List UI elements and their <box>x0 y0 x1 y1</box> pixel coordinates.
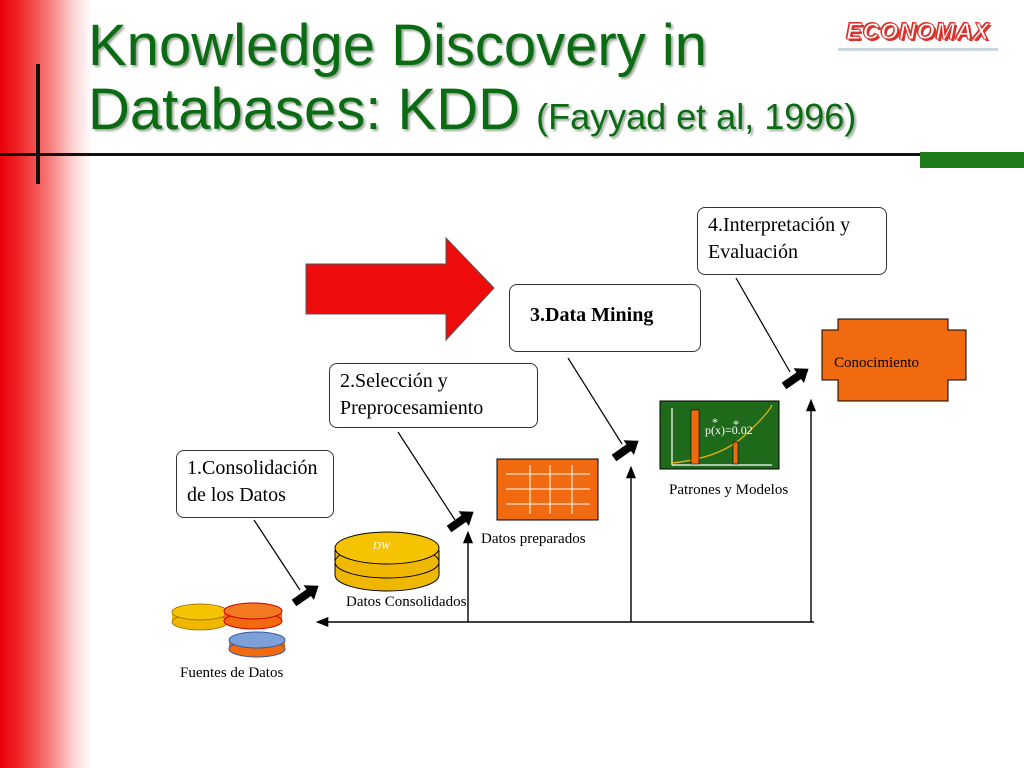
step-consolidacion-box: 1.Consolidación de los Datos <box>176 450 334 518</box>
label-dw: DW <box>373 540 391 552</box>
leader-line-step1 <box>253 519 301 591</box>
svg-text:*: * <box>712 415 718 429</box>
label-datos-consolidados: Datos Consolidados <box>346 594 467 610</box>
dw-cylinder-icon <box>334 531 440 592</box>
cylinder-icon <box>228 631 286 658</box>
step-data-mining-box: 3.Data Mining <box>509 284 701 352</box>
datos-preparados-grid <box>496 458 599 521</box>
logo-underline <box>838 48 998 51</box>
svg-text:*: * <box>733 417 739 431</box>
title-line-1: Knowledge Discovery in <box>88 13 707 78</box>
logo-text: ECONOMAX <box>846 18 990 45</box>
step-seleccion-box: 2.Selección y Preprocesamiento <box>329 363 538 428</box>
patrones-chart: * * <box>659 400 780 470</box>
side-gradient-bar <box>0 0 92 768</box>
title-line-2: Databases: KDD <box>88 77 520 142</box>
black-arrow-icon <box>781 368 809 390</box>
cylinder-icon <box>171 603 229 631</box>
decor-green-bar <box>920 152 1024 168</box>
label-formula: p(x)=0.02 <box>705 423 753 437</box>
black-arrow-icon <box>291 585 319 607</box>
leader-line-step2 <box>397 431 456 521</box>
label-fuentes-de-datos: Fuentes de Datos <box>180 665 284 681</box>
conocimiento-shape <box>821 318 967 402</box>
label-datos-preparados: Datos preparados <box>481 531 586 547</box>
slide-title: Knowledge Discovery in Databases: KDD (F… <box>88 14 856 149</box>
leader-line-step3 <box>567 357 623 445</box>
step-interpretacion-box: 4.Interpretación y Evaluación <box>697 207 887 275</box>
cylinder-icon <box>223 602 283 630</box>
big-red-arrow-icon <box>305 236 495 342</box>
decor-horizontal-line <box>0 153 920 156</box>
leader-line-step4 <box>735 277 791 373</box>
label-patrones-y-modelos: Patrones y Modelos <box>669 482 789 498</box>
black-arrow-icon <box>611 440 639 462</box>
label-conocimiento: Conocimiento <box>834 355 919 371</box>
fuentes-disks <box>171 602 286 658</box>
decor-vertical-line <box>36 64 40 184</box>
economax-logo: ECONOMAX <box>838 18 998 52</box>
black-arrow-icon <box>446 511 474 533</box>
title-citation: (Fayyad et al, 1996) <box>536 96 857 137</box>
